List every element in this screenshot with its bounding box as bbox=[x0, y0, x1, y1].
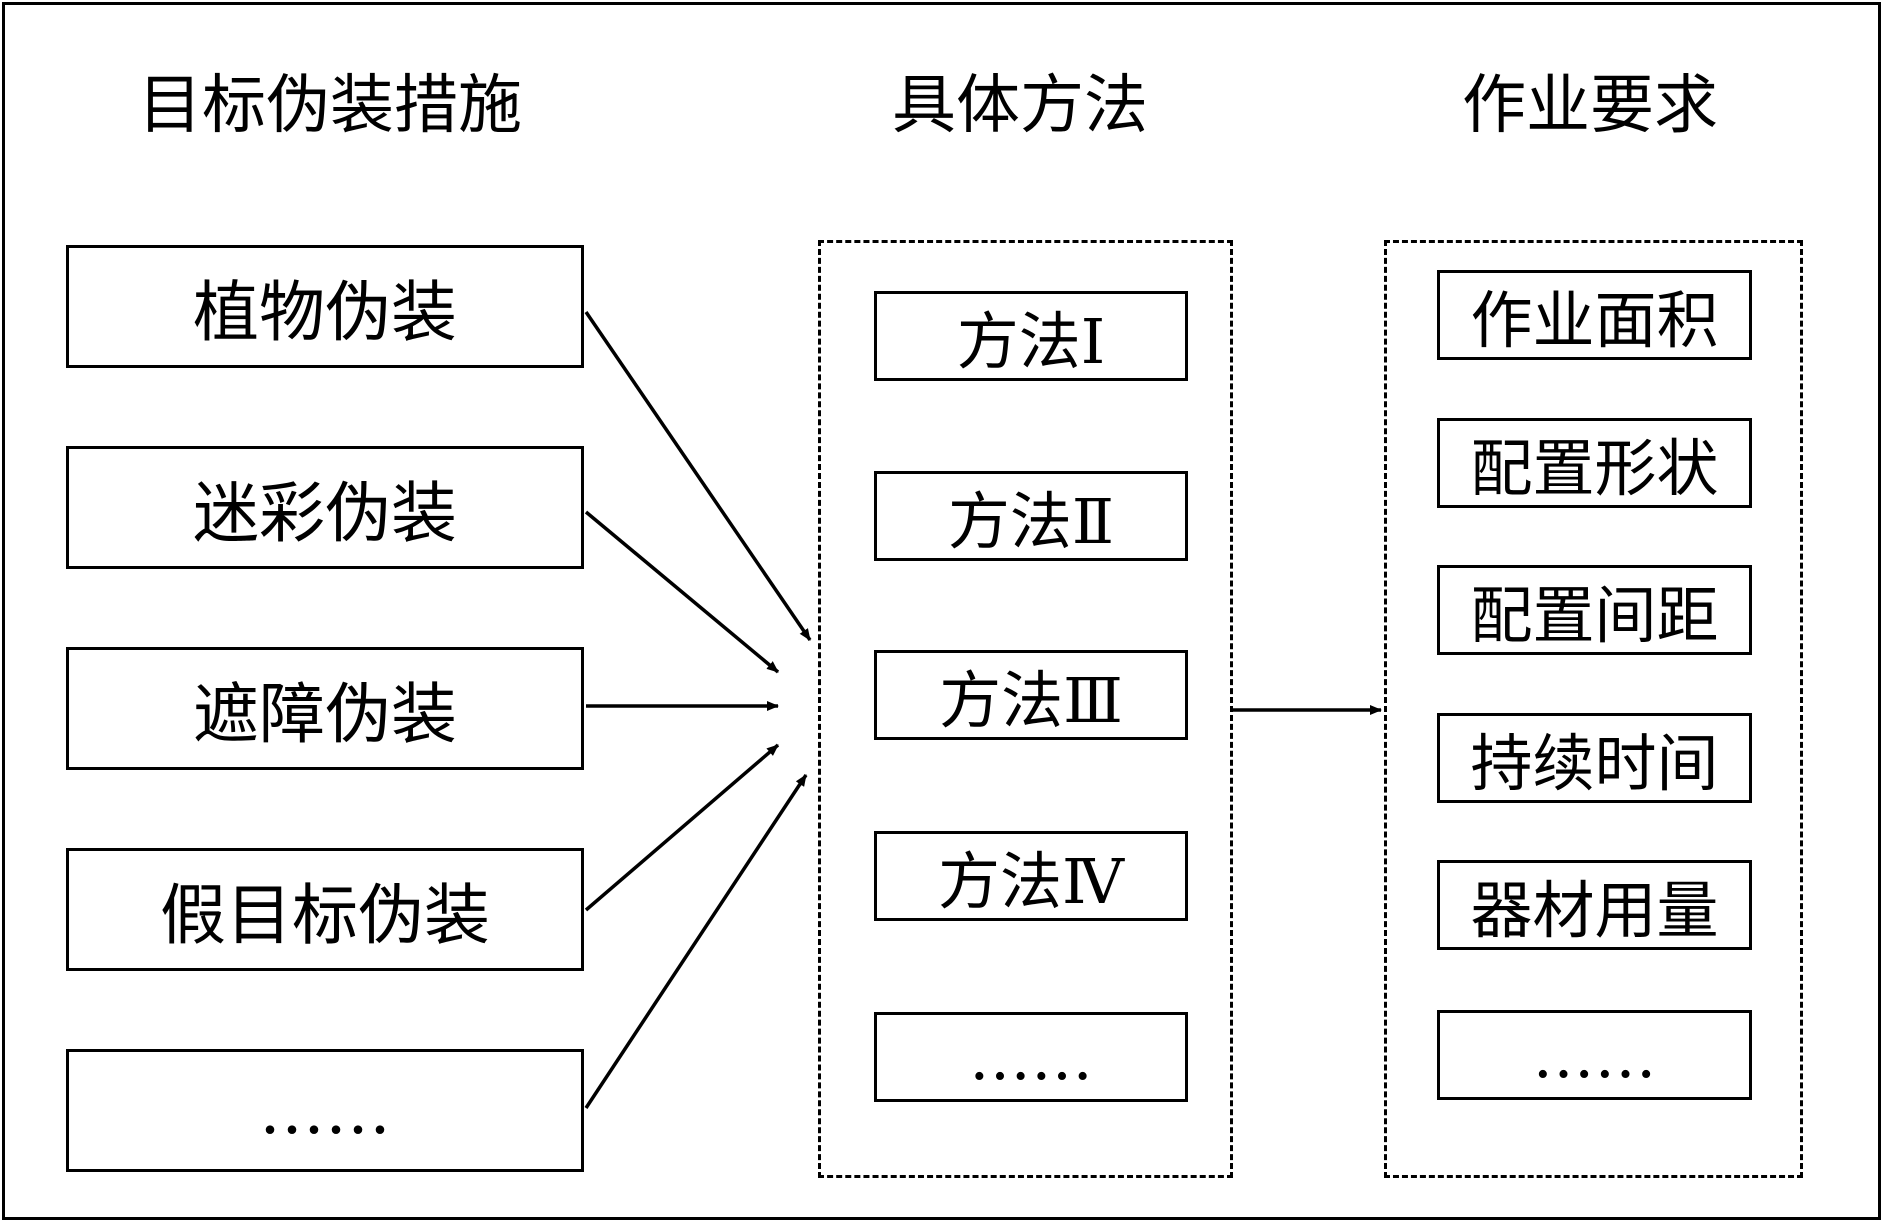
arrow-more-to-methods bbox=[584, 774, 808, 1109]
measure-box-plant: 植物伪装 bbox=[66, 245, 584, 368]
methods-group bbox=[818, 240, 1233, 1178]
method-box-more: …… bbox=[874, 1012, 1188, 1102]
header-requirements: 作业要求 bbox=[1462, 69, 1718, 143]
method-box-1: 方法Ⅰ bbox=[874, 291, 1188, 381]
method-box-3: 方法Ⅲ bbox=[874, 650, 1188, 740]
arrow-plant-to-methods bbox=[584, 311, 812, 641]
measure-box-pattern: 迷彩伪装 bbox=[66, 446, 584, 569]
arrow-pattern-to-methods bbox=[584, 510, 780, 674]
requirement-box-materials: 器材用量 bbox=[1437, 860, 1752, 950]
measure-box-screen: 遮障伪装 bbox=[66, 647, 584, 770]
arrow-decoy-to-methods bbox=[584, 743, 780, 912]
header-measures: 目标伪装措施 bbox=[138, 69, 522, 143]
header-methods: 具体方法 bbox=[892, 69, 1148, 143]
measure-box-more: …… bbox=[66, 1049, 584, 1172]
requirement-box-shape: 配置形状 bbox=[1437, 418, 1752, 508]
requirement-box-spacing: 配置间距 bbox=[1437, 565, 1752, 655]
requirement-box-duration: 持续时间 bbox=[1437, 713, 1752, 803]
measure-box-decoy: 假目标伪装 bbox=[66, 848, 584, 971]
requirements-group bbox=[1384, 240, 1803, 1178]
method-box-4: 方法Ⅳ bbox=[874, 831, 1188, 921]
requirement-box-more: …… bbox=[1437, 1010, 1752, 1100]
method-box-2: 方法Ⅱ bbox=[874, 471, 1188, 561]
requirement-box-area: 作业面积 bbox=[1437, 270, 1752, 360]
